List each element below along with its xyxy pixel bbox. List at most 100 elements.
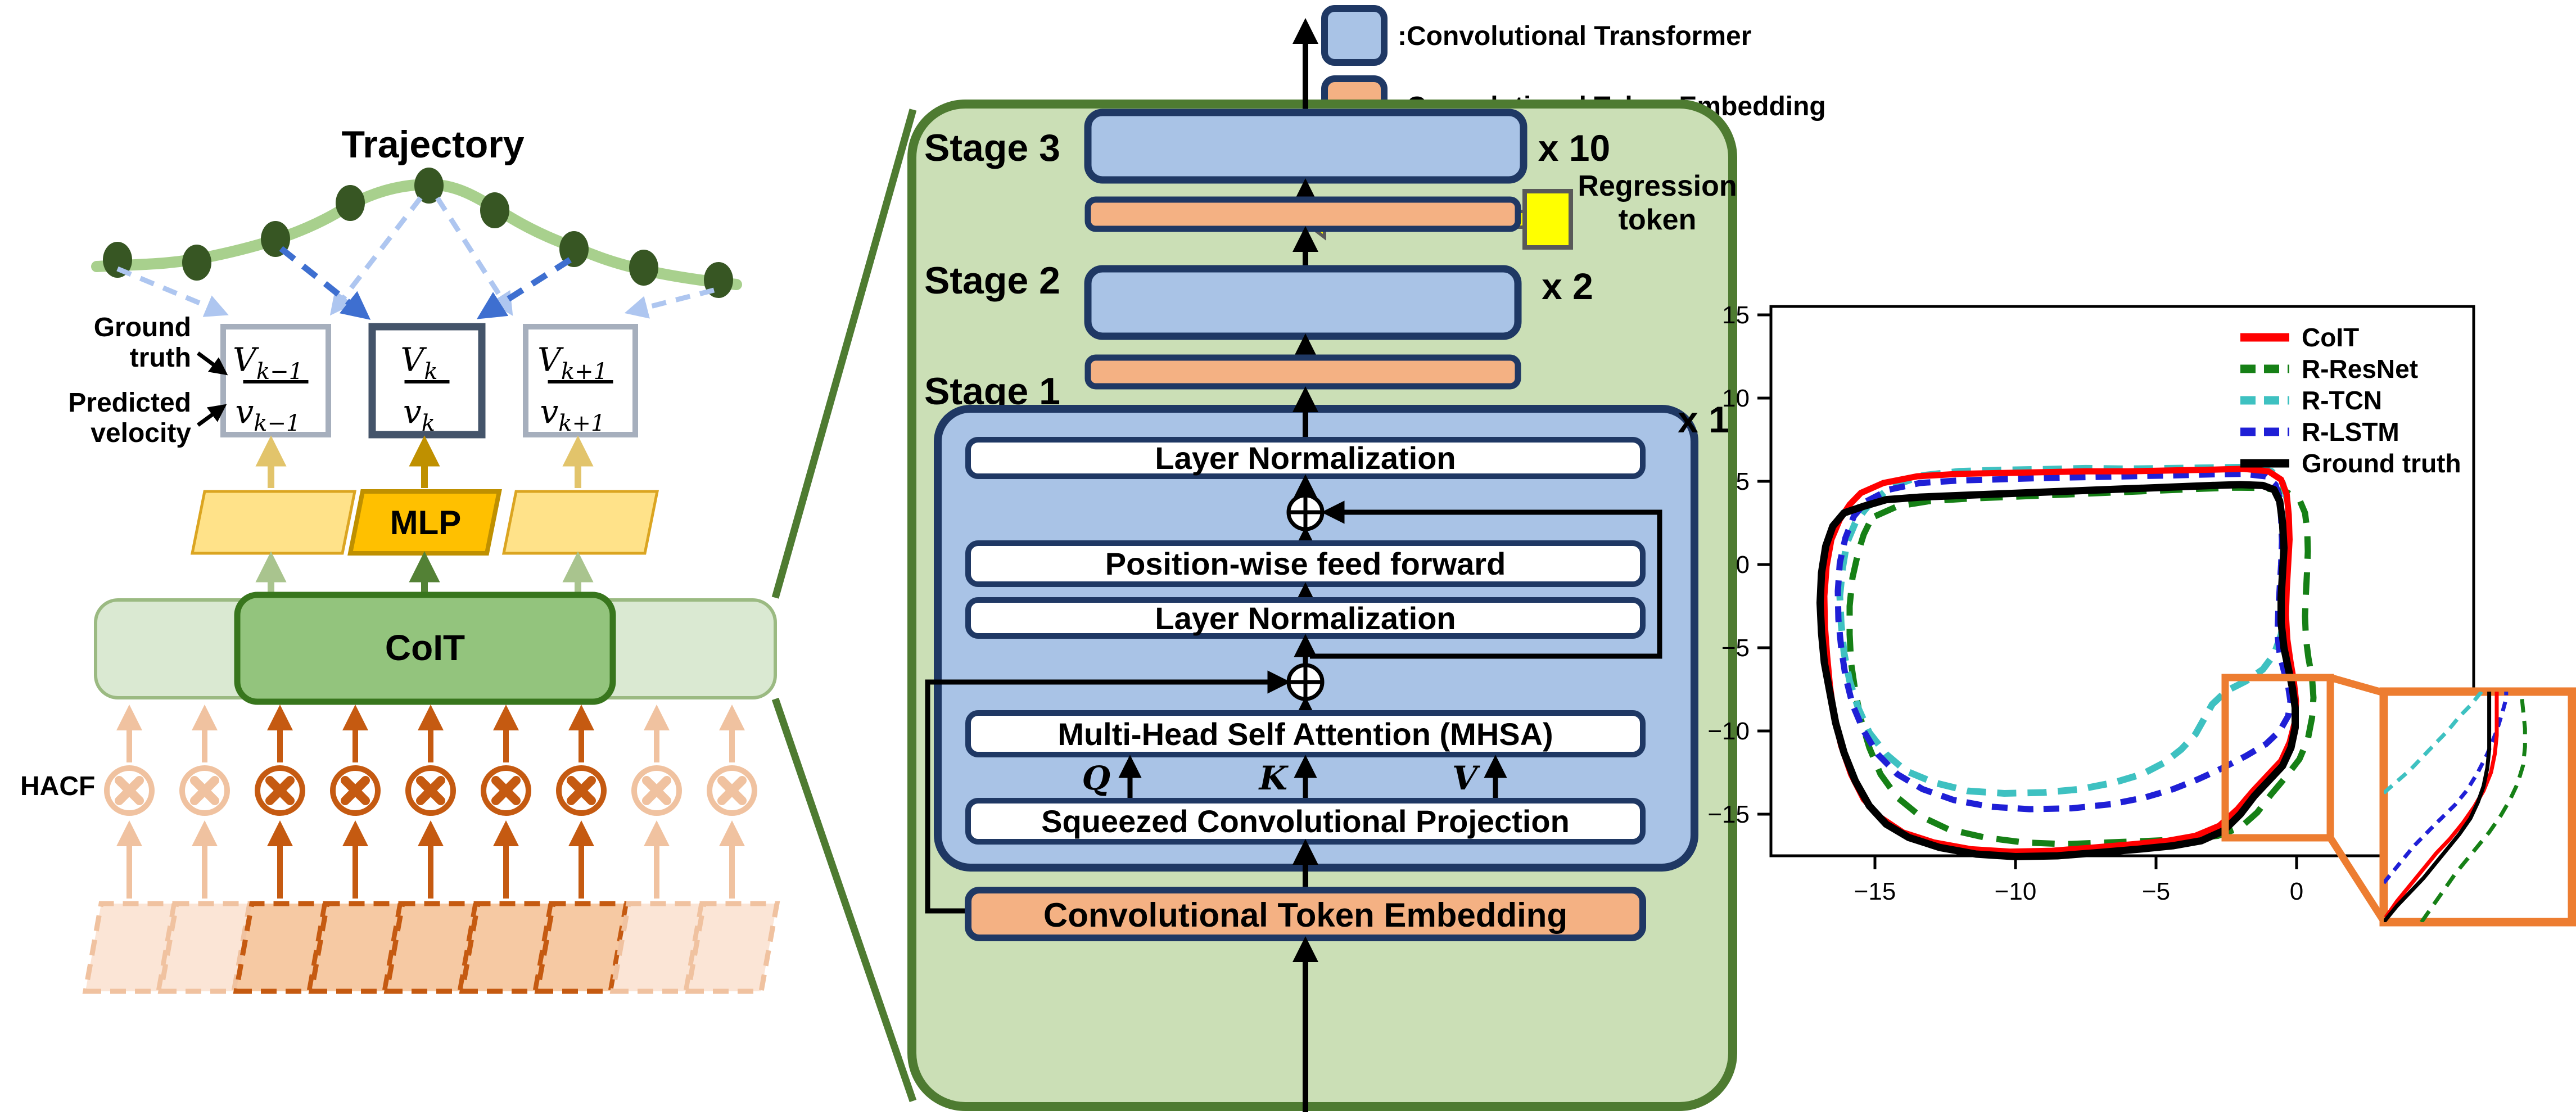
residual-path-right — [1310, 500, 1662, 659]
coit-box — [234, 592, 616, 705]
y-tick-label: −15 — [1707, 801, 1750, 828]
legend-label-transformer: :Convolutional Transformer — [1398, 21, 1751, 51]
multiply-x-icon — [115, 776, 144, 805]
hacf-channel-active — [308, 704, 404, 994]
predicted-velocity-arrow — [196, 404, 227, 427]
sampling-arrows — [116, 196, 715, 320]
mlp-label: MLP — [390, 504, 462, 541]
inset-series-r-tcn — [2384, 692, 2483, 795]
coit-label: CoIT — [385, 628, 465, 668]
multiply-x-icon — [642, 776, 671, 805]
hacf-channel-faded — [82, 704, 178, 994]
legend-series-label: Ground truth — [2302, 449, 2461, 478]
hacf-channel-faded — [609, 704, 705, 994]
inset-series-r-lstm — [2384, 692, 2509, 884]
mhsa-label: Multi-Head Self Attention (MHSA) — [1057, 716, 1553, 752]
layer-norm-top-label: Layer Normalization — [1155, 440, 1456, 476]
y-tick-label: −10 — [1707, 717, 1750, 745]
sample-arrow-dark — [279, 246, 371, 320]
zoom-inset-connector-top — [2329, 674, 2385, 697]
sample-arrow-light — [435, 196, 513, 316]
inset-series-coit — [2384, 692, 2499, 919]
stage3-label: Stage 3 — [924, 127, 1060, 169]
layer-norm-mid-label: Layer Normalization — [1155, 601, 1456, 636]
multiply-x-icon — [491, 776, 521, 805]
token-embedding-label: Convolutional Token Embedding — [1043, 896, 1567, 934]
k-label: K — [1258, 759, 1289, 797]
series-r-lstm — [1834, 471, 2294, 812]
sample-arrow-light — [624, 287, 715, 319]
legend-series-label: R-TCN — [2302, 386, 2382, 415]
residual-path-left — [925, 670, 1291, 914]
trajectory-dot — [629, 250, 658, 286]
sample-arrow-light — [116, 266, 229, 317]
x-tick-label: −5 — [2142, 878, 2170, 905]
series-r-tcn — [1836, 463, 2292, 797]
predicted-velocity-label: Predicted — [68, 388, 191, 418]
fraction-box-current — [368, 323, 486, 439]
regression-token-label: Regression — [1578, 170, 1737, 202]
input-patch-parallelogram — [685, 901, 780, 994]
mlp-side-parallelogram — [190, 490, 357, 555]
plot-axes — [1769, 305, 2475, 857]
stage1-multiplier: x 1 — [1678, 399, 1729, 440]
y-tick-label: −5 — [1721, 634, 1750, 662]
trajectory-dots — [103, 168, 733, 298]
zoom-highlight-rect — [2221, 674, 2334, 842]
predicted-velocity-label-2: velocity — [91, 418, 191, 448]
ground-truth-arrow — [196, 351, 228, 376]
ground-truth-label-2: truth — [130, 343, 191, 373]
y-axis-ticks: 15 10 5 0 −5 −10 −15 — [1707, 301, 1771, 828]
sample-arrow-dark — [476, 257, 572, 319]
hacf-channel-active — [534, 704, 630, 994]
projection-label: Squeezed Convolutional Projection — [1041, 803, 1570, 839]
velocity-fraction-box: Vk+1vk+1 — [523, 324, 638, 437]
y-tick-label: 0 — [1736, 551, 1750, 579]
zoom-connector-bottom — [771, 697, 917, 1103]
mhsa-bar — [965, 710, 1646, 757]
mlp-parallelogram — [347, 489, 502, 556]
legend-series-label: R-ResNet — [2302, 354, 2418, 383]
y-tick-label: 10 — [1722, 385, 1750, 412]
hacf-label: HACF — [20, 771, 95, 801]
trajectory-dot — [103, 242, 132, 278]
architecture-panel: :Convolutional Transformer :Convolutiona… — [907, 5, 1826, 1112]
zoom-connector-top — [771, 109, 917, 599]
trajectory-title: Trajectory — [341, 123, 524, 166]
inset-series-ground-truth — [2384, 692, 2492, 922]
stage3-transformer-block — [1084, 109, 1527, 184]
y-tick-label: 15 — [1722, 301, 1750, 329]
y-tick-label: 5 — [1736, 468, 1750, 495]
stage2-multiplier: x 2 — [1542, 265, 1593, 307]
zoom-inset-series — [2384, 692, 2527, 922]
multiply-x-icon — [567, 776, 596, 805]
x-tick-label: 0 — [2290, 878, 2303, 905]
multiply-x-icon — [190, 776, 219, 805]
stage2-label: Stage 2 — [924, 259, 1060, 302]
hacf-channels — [82, 704, 780, 994]
ground-truth-label: Ground — [94, 313, 191, 342]
trajectory-dot — [414, 168, 444, 204]
legend-swatch-transformer — [1321, 5, 1388, 66]
zoom-inset-connector-bottom — [2327, 836, 2387, 923]
regression-token-square — [1522, 189, 1573, 250]
trajectory-dot — [480, 192, 509, 228]
x-tick-label: −10 — [1995, 878, 2037, 905]
hacf-channel-faded — [685, 704, 780, 994]
stage3-multiplier: x 10 — [1538, 127, 1610, 169]
multiply-x-icon — [341, 776, 370, 805]
hacf-channel-active — [459, 704, 554, 994]
regression-token-label-2: token — [1619, 204, 1697, 236]
trajectory-dot — [336, 185, 365, 221]
legend-series-label: R-LSTM — [2302, 417, 2399, 446]
q-label: Q — [1082, 759, 1110, 797]
inset-series-r-resnet — [2420, 692, 2527, 922]
v-label: V — [1452, 759, 1480, 797]
